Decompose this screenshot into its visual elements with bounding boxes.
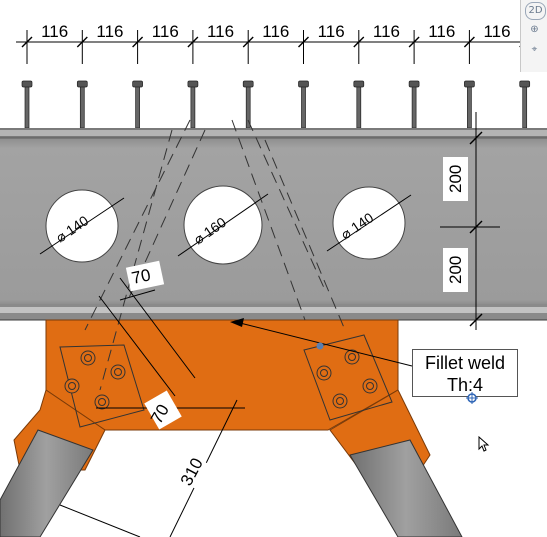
view-cube-icon[interactable]: 2D	[525, 2, 546, 20]
weld-tag-line1: Fillet weld	[424, 353, 506, 373]
bolt	[94, 394, 110, 410]
stud-head	[519, 80, 531, 88]
dimension-tick	[21, 36, 33, 48]
bolt	[110, 364, 126, 380]
plate-dimension-upper: 70	[130, 265, 152, 288]
bolt	[362, 378, 378, 394]
spacing-dimension-label: 116	[41, 22, 68, 41]
diagonal-braces[interactable]	[0, 429, 463, 537]
spacing-dimension-label: 116	[318, 22, 345, 41]
stud-head	[408, 80, 420, 88]
stud-head	[353, 80, 365, 88]
bolts	[64, 349, 378, 410]
vertical-dimension-label: 200	[446, 165, 465, 193]
dimension-tick	[76, 36, 88, 48]
spacing-dimension-label: 116	[483, 22, 510, 41]
stud-shank	[245, 85, 251, 129]
spacing-dimension-label: 116	[428, 22, 455, 41]
dimension-tick	[463, 36, 475, 48]
stud-shank	[135, 85, 140, 129]
stud-head	[21, 80, 33, 88]
bolt-inner	[98, 398, 106, 406]
stud-head	[187, 80, 199, 88]
bolt-inner	[320, 369, 328, 377]
bolt	[316, 365, 332, 381]
mouse-pointer-icon	[478, 436, 490, 452]
stud-shank	[190, 85, 196, 129]
bolt-inner	[366, 382, 374, 390]
spacing-dimension-label: 116	[96, 22, 123, 41]
bolt-inner	[68, 382, 76, 390]
bolt	[64, 378, 80, 394]
stud-head	[242, 80, 254, 88]
fillet-weld-tag[interactable]: Fillet weld Th:4	[412, 349, 518, 397]
bolt-inner	[84, 354, 92, 362]
bolt-inner	[114, 368, 122, 376]
stud-head	[298, 80, 309, 88]
dimension-tick	[408, 36, 420, 48]
spacing-dimension-label: 116	[262, 22, 289, 41]
stud-shank	[301, 85, 306, 129]
stud-shank	[24, 85, 30, 129]
spacing-dimension-label: 116	[373, 22, 400, 41]
web-openings[interactable]	[39, 185, 412, 265]
dimension-tick	[298, 36, 309, 48]
view-controls[interactable]: 2D ⊕ ⌖	[520, 0, 547, 72]
stud-shank	[522, 85, 528, 129]
stud-shank	[79, 85, 85, 129]
spacing-dimension-label: 116	[207, 22, 234, 41]
shear-studs	[21, 80, 531, 129]
bolt	[332, 393, 348, 409]
steering-wheel-icon[interactable]: ⌖	[531, 44, 538, 55]
stud-shank	[467, 85, 472, 129]
dimension-tick	[242, 36, 254, 48]
weld-tag-line2: Th:4	[446, 375, 484, 395]
bolt-inner	[348, 353, 356, 361]
spacing-dimension-chain[interactable]: 116 116 116 116 116 116 116 116 116	[16, 22, 547, 64]
move-grip-icon[interactable]	[466, 392, 478, 404]
vertical-dimension-label: 200	[446, 256, 465, 284]
stud-shank	[411, 85, 417, 129]
dimension-tick	[132, 36, 144, 48]
stud-head	[464, 80, 475, 88]
vertical-dimension-chain[interactable]: 200 200	[440, 112, 500, 330]
spacing-dimension-label: 116	[152, 22, 179, 41]
bolt-inner	[336, 397, 344, 405]
stud-head	[132, 80, 143, 88]
dimension-tick	[353, 36, 365, 48]
bolt	[344, 349, 360, 365]
stud-head	[76, 80, 88, 88]
weld-leader[interactable]	[230, 318, 413, 367]
bolt	[80, 350, 96, 366]
bolt-plates	[59, 334, 393, 428]
zoom-region-icon[interactable]: ⊕	[530, 24, 539, 35]
stud-shank	[356, 85, 362, 129]
dimension-tick	[187, 36, 199, 48]
